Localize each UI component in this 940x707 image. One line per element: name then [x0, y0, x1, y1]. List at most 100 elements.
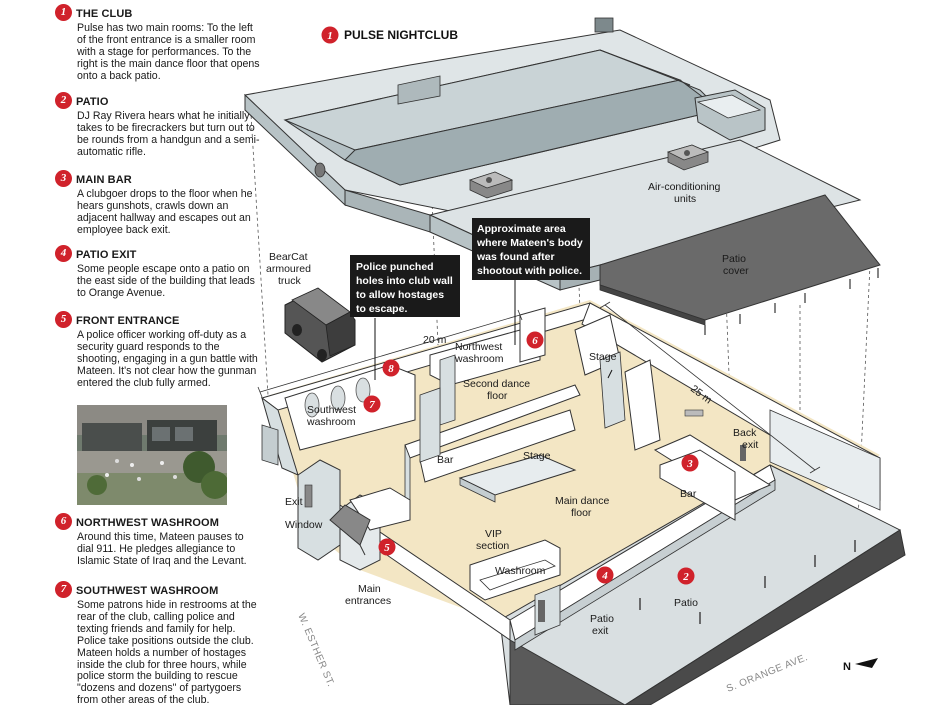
section-patio: 2 PATIO DJ Ray Rivera hears what he initi… — [55, 92, 262, 159]
diagram-title: PULSE NIGHTCLUB — [344, 28, 458, 42]
marker-4: 4 — [596, 566, 614, 584]
callout-text: where Mateen's body — [476, 237, 583, 249]
svg-text:4: 4 — [601, 570, 608, 582]
label-bearcat: BearCat — [269, 251, 308, 263]
svg-text:2: 2 — [682, 571, 689, 583]
label-main-entrances: Main — [358, 583, 381, 595]
section-title: THE CLUB — [76, 8, 133, 20]
section-title: FRONT ENTRANCE — [76, 315, 180, 327]
number-badge: 3 — [55, 170, 72, 187]
callout-body: Approximate area where Mateen's body was… — [472, 218, 590, 280]
floor-plan — [260, 300, 906, 705]
callout-text: shootout with police. — [477, 265, 582, 277]
callout-text: to allow hostages — [356, 289, 444, 301]
bearcat-truck — [284, 287, 356, 363]
label-bearcat: truck — [278, 275, 302, 287]
number-badge: 6 — [55, 513, 72, 530]
title-group: 1 PULSE NIGHTCLUB — [321, 26, 458, 44]
svg-text:7: 7 — [369, 399, 375, 411]
section-main-bar: 3 MAIN BAR A clubgoer drops to the floor … — [55, 170, 262, 237]
number-badge: 1 — [55, 4, 72, 21]
svg-text:6: 6 — [532, 335, 538, 347]
section-title: PATIO EXIT — [76, 249, 137, 261]
number-badge: 2 — [55, 92, 72, 109]
dimension-label-20m: 20 m — [423, 334, 447, 346]
label-air-conditioning: Air-conditioning — [648, 181, 721, 193]
location-markers: 8 7 6 3 5 4 2 — [363, 331, 699, 585]
label-patio-cover: Patio — [722, 253, 746, 265]
marker-8: 8 — [382, 359, 400, 377]
label-exit: Exit — [285, 496, 303, 508]
section-patio-exit: 4 PATIO EXIT Some people escape onto a pa… — [55, 245, 262, 300]
label-patio-exit: Patio — [590, 613, 614, 625]
street-esther: W. ESTHER ST. — [295, 612, 336, 689]
marker-7: 7 — [363, 395, 381, 413]
label-back-exit: Back — [733, 427, 757, 439]
north-arrow-icon: N — [843, 658, 878, 673]
label-stage: Stage — [523, 450, 551, 462]
north-label: N — [843, 661, 851, 673]
section-title: NORTHWEST WASHROOM — [76, 517, 219, 529]
label-sw-washroom: Southwest — [307, 404, 356, 416]
diagram-labels: Air-conditioning units Patio cover BearC… — [266, 181, 758, 637]
marker-6: 6 — [526, 331, 544, 349]
section-front-entrance: 5 FRONT ENTRANCE A police officer working… — [55, 311, 262, 390]
ac-unit — [666, 144, 710, 171]
marker-5: 5 — [378, 538, 396, 556]
roof — [243, 17, 862, 291]
label-second-dance: floor — [487, 390, 508, 402]
section-body: DJ Ray Rivera hears what he initially ta… — [77, 110, 260, 158]
label-sw-washroom: washroom — [306, 416, 356, 428]
ac-unit — [468, 171, 514, 199]
label-patio: Patio — [674, 597, 698, 609]
aerial-photo — [77, 405, 227, 505]
label-patio-cover: cover — [723, 265, 749, 277]
section-body: A clubgoer drops to the floor when he he… — [77, 188, 253, 236]
marker-3: 3 — [681, 454, 699, 472]
label-nw-washroom: Northwest — [455, 341, 502, 353]
label-vip: VIP — [485, 528, 502, 540]
section-body: Some patrons hide in restrooms at the re… — [77, 599, 257, 707]
patio-cover — [599, 194, 881, 335]
label-back-exit: exit — [742, 439, 758, 451]
title-badge: 1 — [327, 30, 333, 42]
svg-text:5: 5 — [384, 542, 390, 554]
section-body: Some people escape onto a patio on the e… — [77, 263, 255, 299]
label-stage-top: Stage — [589, 351, 617, 363]
callout-text: to escape. — [356, 303, 407, 315]
section-body: A police officer working off-duty as a s… — [77, 329, 258, 389]
label-patio-exit: exit — [592, 625, 608, 637]
dimension-lines — [257, 301, 821, 474]
number-badge: 4 — [55, 245, 72, 262]
label-vip: section — [476, 540, 509, 552]
section-title: PATIO — [76, 96, 109, 108]
label-main-entrances: entrances — [345, 595, 391, 607]
label-second-dance: Second dance — [463, 378, 530, 390]
label-window: Window — [285, 519, 323, 531]
svg-text:3: 3 — [686, 458, 693, 470]
svg-text:8: 8 — [388, 363, 394, 375]
callout-text: Police punched — [356, 261, 434, 273]
label-main-dance: floor — [571, 507, 592, 519]
label-air-conditioning: units — [674, 193, 696, 205]
callout-text: Approximate area — [477, 223, 566, 235]
marker-2: 2 — [677, 567, 695, 585]
label-nw-washroom: washroom — [454, 353, 504, 365]
callout-text: was found after — [476, 251, 555, 263]
label-main-dance: Main dance — [555, 495, 609, 507]
section-title: MAIN BAR — [76, 174, 132, 186]
section-body: Around this time, Mateen pauses to dial … — [77, 531, 247, 567]
callout-police: Police punched holes into club wall to a… — [350, 255, 460, 317]
label-washroom: Washroom — [495, 565, 546, 577]
label-bearcat: armoured — [266, 263, 311, 275]
street-orange: S. ORANGE AVE. — [725, 652, 810, 695]
callout-text: holes into club wall — [356, 275, 453, 287]
section-northwest-washroom: 6 NORTHWEST WASHROOM Around this time, Ma… — [55, 513, 262, 568]
label-bar-left: Bar — [437, 454, 454, 466]
section-title: SOUTHWEST WASHROOM — [76, 585, 219, 597]
number-badge: 5 — [55, 311, 72, 328]
